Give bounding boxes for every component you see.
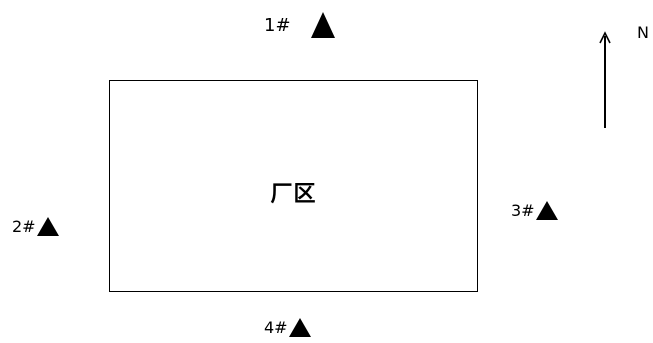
monitoring-point-3: 3# — [511, 201, 558, 220]
monitoring-point-2: 2# — [12, 217, 59, 236]
point-3-label: 3# — [511, 201, 535, 220]
north-arrow-icon: N — [599, 23, 649, 128]
triangle-icon — [288, 318, 311, 337]
point-4-label: 4# — [264, 318, 288, 337]
factory-area-label: 厂区 — [270, 182, 317, 207]
north-label: N — [637, 23, 649, 42]
triangle-icon — [535, 201, 558, 220]
point-1-label: 1# — [264, 14, 291, 36]
triangle-icon — [36, 217, 59, 236]
triangle-icon — [310, 12, 335, 38]
factory-area-box: 厂区 — [109, 80, 478, 292]
monitoring-point-1: 1# — [264, 12, 335, 38]
point-2-label: 2# — [12, 217, 36, 236]
monitoring-point-4: 4# — [264, 318, 311, 337]
north-arrow-head — [599, 31, 611, 44]
